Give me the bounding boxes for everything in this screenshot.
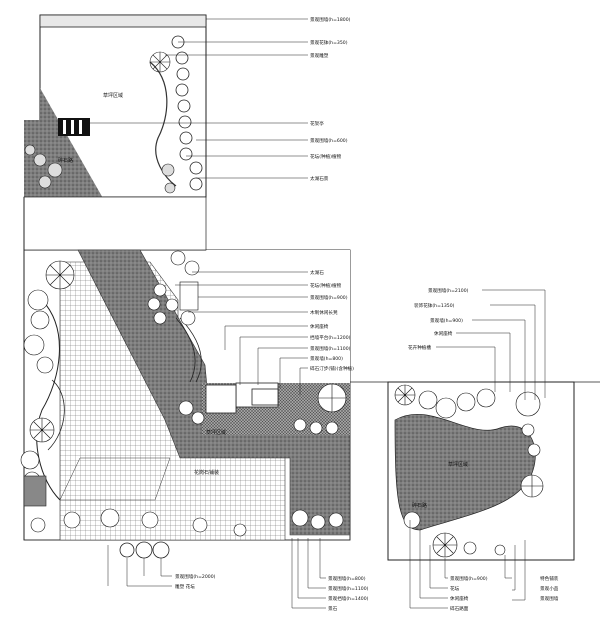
callout-7: 太湖石景 <box>310 175 329 182</box>
callouts-bottom-left: 景观围墙(h=2000) 雕塑 花坛 <box>175 573 216 590</box>
garden-callout-5: 花卉种植槽 <box>408 344 431 351</box>
callout-5: 景观围墙(h=600) <box>310 137 348 144</box>
bottom-right-callout-2: 花坛 <box>450 585 460 592</box>
callout-leaders-bottom-center <box>291 538 326 609</box>
bottom-right-callout-6: 景观小品 <box>540 585 559 592</box>
label-upper-lawn: 草坪区域 <box>103 92 123 99</box>
bottom-left-callout-1: 景观围墙(h=2000) <box>175 573 216 580</box>
trees-bottom <box>30 508 344 537</box>
garden-callout-4: 休闲座椅 <box>434 330 453 337</box>
stone-band <box>77 249 351 536</box>
bench <box>58 118 90 136</box>
callout-12: 休闲座椅 <box>310 323 329 330</box>
palm-tree <box>149 51 171 73</box>
callout-1: 景观围墙(h=1800) <box>310 16 351 23</box>
upper-courtyard <box>24 14 207 200</box>
bottom-left-callout-2: 雕塑 花坛 <box>175 583 195 590</box>
callout-14: 景观围墙(h=1100) <box>310 345 351 352</box>
garden-callout-2: 装饰花钵(h=1350) <box>414 302 455 309</box>
callouts-bottom-right: 景观围墙(h=900) 花坛 休闲座椅 碎石路面 特色铺装 景观小品 景观围墙 <box>450 575 559 612</box>
callout-4: 花架亭 <box>310 120 324 127</box>
bottom-right-callout-3: 休闲座椅 <box>450 595 469 602</box>
callout-10: 景观围墙(h=900) <box>310 294 348 301</box>
callout-leaders-garden <box>436 289 546 400</box>
bottom-right-callout-7: 景观围墙 <box>540 595 559 602</box>
bottom-center-callout-1: 景观围墙(h=800) <box>328 575 366 582</box>
callout-2: 景观花钵(h=350) <box>310 39 348 46</box>
garden-callout-1: 景观围墙(h=2100) <box>428 287 469 294</box>
main-garden <box>20 196 351 559</box>
label-gravel-area: 碎石路 <box>58 157 73 164</box>
callout-leaders-bottom-left <box>107 545 172 587</box>
bottom-right-callout-1: 景观围墙(h=900) <box>450 575 488 582</box>
trees-right <box>147 250 347 435</box>
small-shrubs-upper <box>24 144 176 194</box>
callout-9: 花坛(种植)植物 <box>310 282 342 289</box>
bottom-right-callout-4: 碎石路面 <box>450 605 469 612</box>
right-garden <box>350 381 600 561</box>
bottom-right-callout-5: 特色铺装 <box>540 575 559 582</box>
label-lower-lawn: 草坪区域 <box>206 429 226 436</box>
callouts-bottom-center: 景观围墙(h=800) 景观围墙(h=1100) 景观挡墙(h=1400) 景石 <box>328 575 369 612</box>
callout-8: 太湖石 <box>310 269 324 276</box>
callout-15: 景观墙(h=800) <box>310 355 343 362</box>
label-right-garden: 草坪区域 <box>448 461 468 468</box>
callout-13: 挡墙平台(h=1200) <box>310 334 351 341</box>
label-right-path: 碎石路 <box>412 502 427 509</box>
trees-left <box>20 260 75 489</box>
callout-6: 花坛(种植)植物 <box>310 153 342 160</box>
bottom-center-callout-4: 景石 <box>328 606 338 612</box>
boundary-wall-top <box>39 14 207 28</box>
garden-callout-3: 景观墙(h=900) <box>430 317 463 324</box>
callout-leaders-bottom-right <box>409 520 526 609</box>
bottom-center-callout-3: 景观挡墙(h=1400) <box>328 595 369 602</box>
callouts-garden: 景观围墙(h=2100) 装饰花钵(h=1350) 景观墙(h=900) 休闲座… <box>408 287 469 351</box>
callout-leaders-upper <box>90 18 308 395</box>
callout-16: 碎石汀步(铺)(含种植) <box>310 365 354 372</box>
label-center-paving: 花岗石铺装 <box>194 469 219 476</box>
bottom-planters <box>119 541 170 559</box>
callouts-right: 景观围墙(h=1800) 景观花钵(h=350) 景观雕塑 花架亭 景观围墙(h… <box>310 16 354 372</box>
terrace-structure <box>175 317 279 414</box>
callout-11: 木制休闲长凳 <box>310 309 338 316</box>
gravel-strip <box>24 120 40 197</box>
callout-3: 景观雕塑 <box>310 52 329 59</box>
bottom-center-callout-2: 景观围墙(h=1100) <box>328 585 369 592</box>
planter-box <box>23 475 47 507</box>
trees-garden <box>394 384 544 558</box>
